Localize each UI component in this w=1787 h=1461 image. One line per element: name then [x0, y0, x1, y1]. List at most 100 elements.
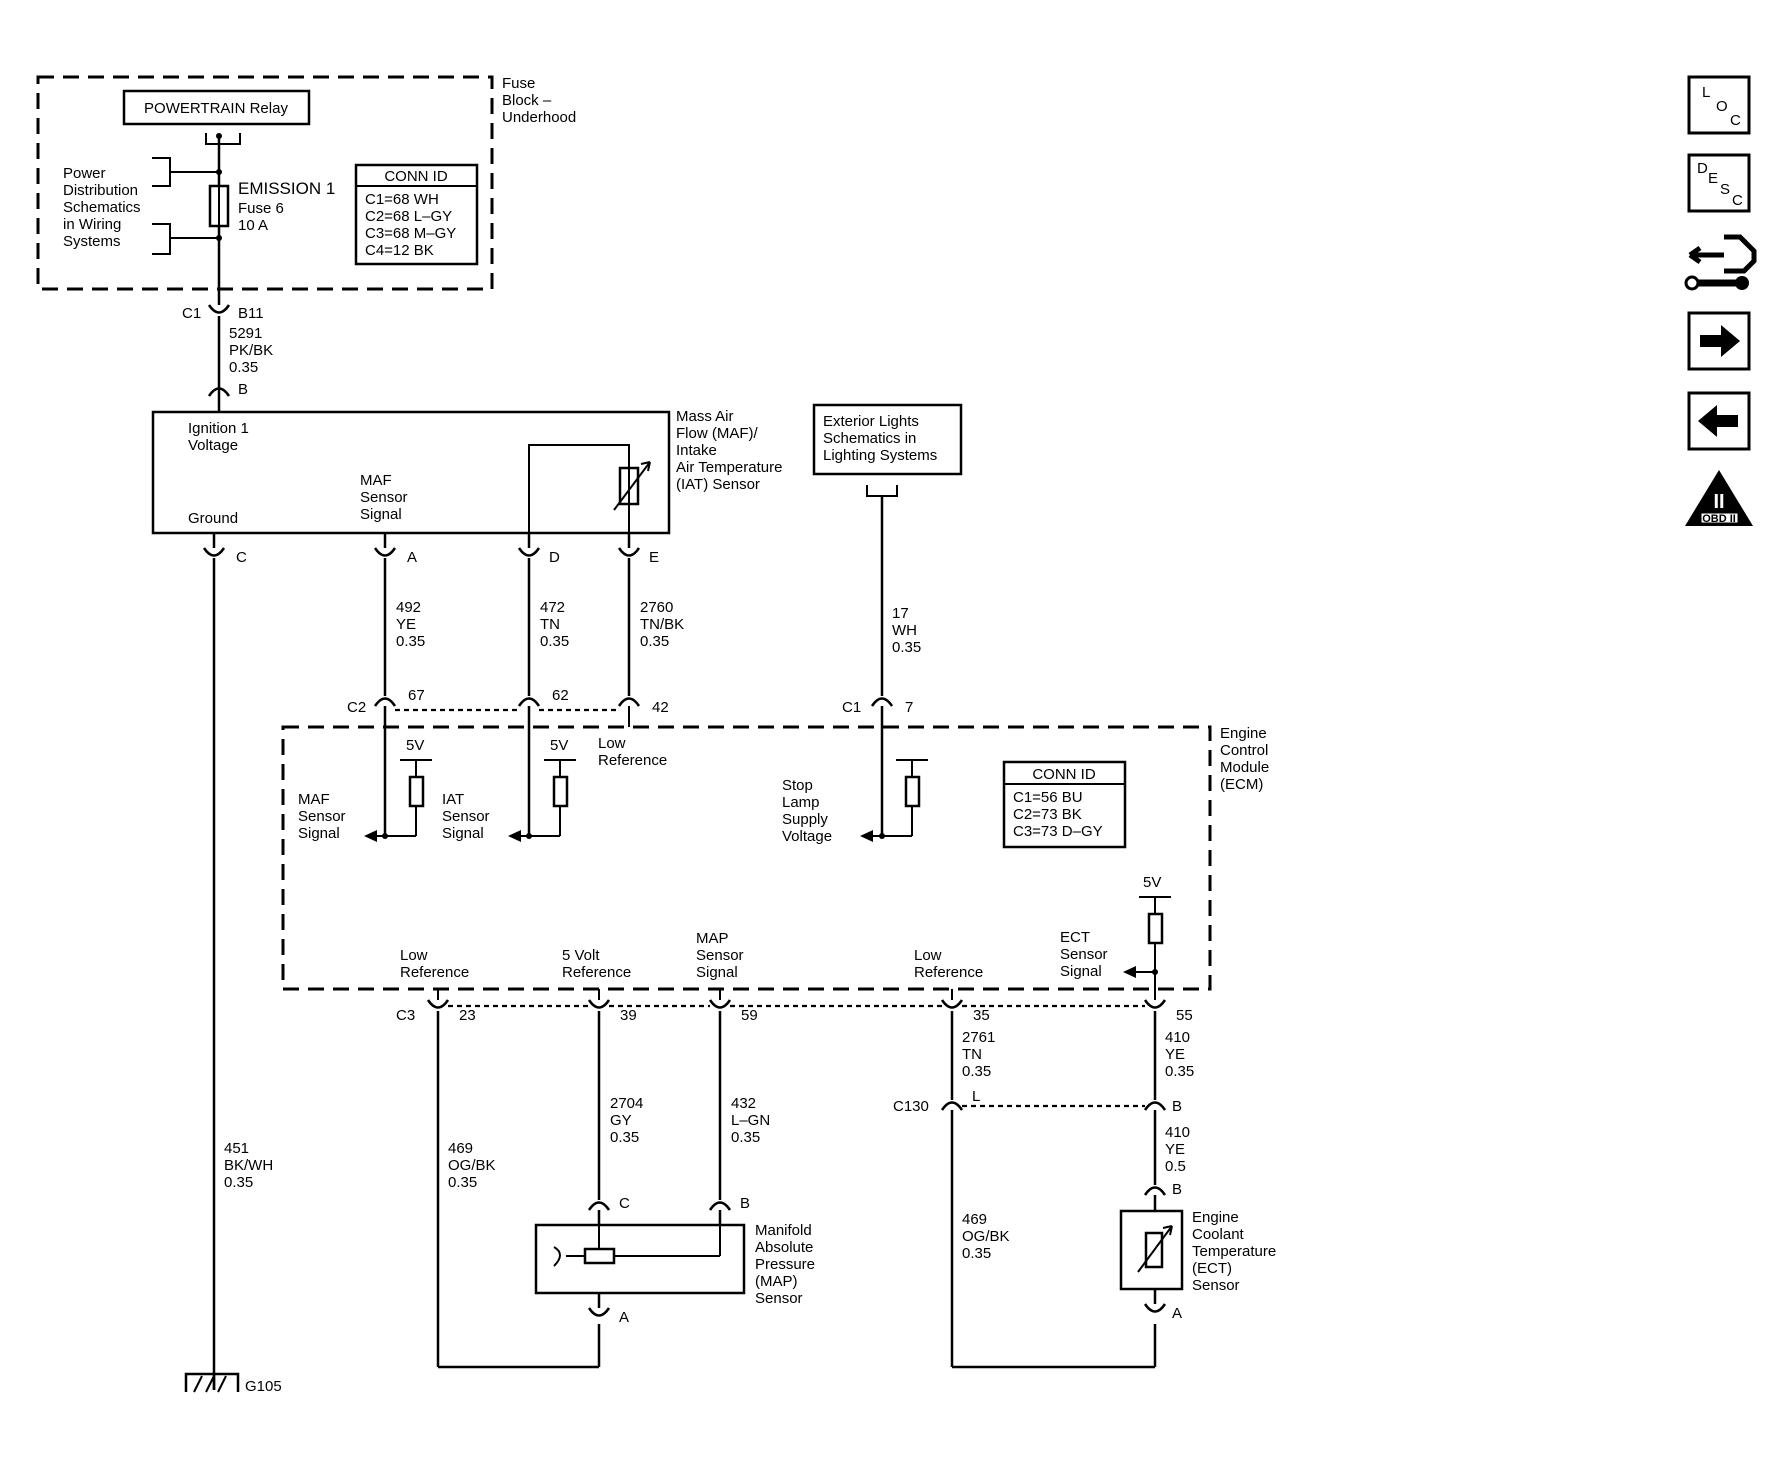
exterior-lights-ref: Exterior Lights Schematics in Lighting S… — [812, 403, 963, 696]
svg-text:42: 42 — [652, 699, 669, 716]
desc-button[interactable]: D E S C — [1687, 153, 1751, 213]
iat-thermistor-icon — [618, 466, 640, 506]
connector-maf-a — [373, 547, 397, 557]
svg-text:C130: C130 — [893, 1098, 929, 1115]
svg-text:59: 59 — [741, 1007, 758, 1024]
connector-c2-42 — [617, 697, 641, 707]
wire-2761-label: 2761 TN 0.35 — [962, 1029, 1000, 1080]
svg-text:L: L — [1702, 84, 1710, 101]
connector-c2-67 — [373, 697, 397, 707]
svg-text:CONN ID: CONN ID — [384, 168, 448, 185]
connector-c1-7 — [870, 697, 894, 707]
svg-text:OBD II: OBD II — [1702, 513, 1736, 525]
svg-text:B: B — [1172, 1181, 1182, 1198]
connector-c3-39 — [587, 999, 611, 1009]
svg-text:II: II — [1713, 491, 1724, 513]
svg-text:35: 35 — [973, 1007, 990, 1024]
ecm-title: Engine Control Module (ECM) — [1220, 725, 1273, 793]
svg-text:S: S — [1720, 181, 1730, 198]
svg-text:B: B — [740, 1195, 750, 1212]
svg-text:62: 62 — [552, 687, 569, 704]
connector-maf-e — [617, 547, 641, 557]
svg-text:C: C — [1732, 192, 1743, 209]
svg-text:39: 39 — [620, 1007, 637, 1024]
svg-text:C1: C1 — [182, 305, 201, 322]
map-sensor-title: Manifold Absolute Pressure (MAP) Sensor — [755, 1222, 819, 1307]
svg-text:7: 7 — [905, 699, 913, 716]
svg-text:Low Reference: Low Reference — [598, 735, 667, 769]
svg-text:MAF Sensor Signal: MAF Sensor Signal — [298, 791, 350, 842]
svg-text:Ignition 1 Voltage: Ignition 1 Voltage — [188, 420, 253, 454]
svg-text:MAP Sensor Signal: MAP Sensor Signal — [696, 930, 748, 981]
svg-text:Exterior Lights Schemati: Exterior Lights Schematics in Lighting S… — [823, 413, 937, 464]
svg-text:55: 55 — [1176, 1007, 1193, 1024]
loc-button[interactable]: L O C — [1687, 75, 1751, 135]
wire-5291-label: 5291 PK/BK 0.35 — [229, 325, 277, 376]
connector-maf-c — [202, 547, 226, 557]
obd-ii-button[interactable]: II OBD II — [1685, 470, 1753, 526]
maf-iat-sensor: Mass Air Flow (MAF)/ Intake Air Temperat… — [151, 408, 787, 535]
connector-map-b — [708, 1201, 732, 1211]
svg-text:ECT Sensor Signal: ECT Sensor Signal — [1060, 929, 1112, 980]
powertrain-relay-label: POWERTRAIN Relay — [144, 100, 288, 117]
connector-map-a — [587, 1307, 611, 1317]
svg-text:A: A — [1172, 1305, 1182, 1322]
ground-label: G105 — [245, 1378, 282, 1395]
arrow-right-icon — [1700, 325, 1740, 357]
wire-492-label: 492 YE 0.35 — [396, 599, 425, 650]
wire-17-label: 17 WH 0.35 — [892, 605, 921, 656]
ecm: Engine Control Module (ECM) C2 67 62 42 … — [281, 687, 1273, 1024]
svg-text:67: 67 — [408, 687, 425, 704]
connector-wrench-icon[interactable] — [1684, 234, 1757, 291]
nav-panel: L O C D E S C II O — [1684, 75, 1757, 526]
connector-map-c — [587, 1201, 611, 1211]
svg-text:C3: C3 — [396, 1007, 415, 1024]
ecm-conn-id-box — [1002, 760, 1127, 849]
fuse-name: EMISSION 1 — [238, 179, 335, 198]
svg-text:E: E — [649, 549, 659, 566]
wire-451-label: 451 BK/WH 0.35 — [224, 1140, 277, 1191]
connector-c3-35 — [940, 999, 964, 1009]
wire-469-ect-label: 469 OG/BK 0.35 — [962, 1211, 1014, 1262]
map-element-icon — [583, 1247, 616, 1265]
connector-c1-b11 — [207, 304, 231, 314]
svg-text:C: C — [1730, 112, 1741, 129]
map-sensor: C B A Manifold Absolute Pressure (MAP) S… — [534, 1195, 819, 1326]
fuse-number: Fuse 6 — [238, 200, 284, 217]
wire-2760-label: 2760 TN/BK 0.35 — [640, 599, 688, 650]
connector-c130-b — [1143, 1101, 1167, 1111]
svg-text:O: O — [1716, 98, 1728, 115]
power-distribution-ref: Power Distribution Schematics in Wiring … — [63, 165, 145, 250]
wire-472-label: 472 TN 0.35 — [540, 599, 569, 650]
svg-text:5V: 5V — [406, 737, 424, 754]
back-arrow-button[interactable] — [1687, 391, 1751, 451]
svg-text:B11: B11 — [238, 305, 264, 322]
svg-text:C2: C2 — [347, 699, 366, 716]
fuse-conn-id-box — [354, 163, 479, 266]
wire-432-label: 432 L–GN 0.35 — [731, 1095, 774, 1146]
connector-ect-a — [1143, 1303, 1167, 1313]
ect-sensor-title: Engine Coolant Temperature (ECT) Sensor — [1192, 1209, 1280, 1294]
fuse-block-title: Fuse Block – Underhood — [502, 75, 576, 126]
svg-text:B: B — [1172, 1098, 1182, 1115]
svg-text:5V: 5V — [1143, 874, 1161, 891]
svg-text:MAF Sensor Signal: MAF Sensor Signal — [360, 472, 412, 523]
connector-maf-d — [517, 547, 541, 557]
svg-text:CONN ID: CONN ID — [1032, 766, 1096, 783]
wire-410-lower-label: 410 YE 0.5 — [1165, 1124, 1194, 1175]
connector-c3-59 — [708, 999, 732, 1009]
connector-c130-l — [940, 1101, 964, 1111]
next-arrow-button[interactable] — [1687, 311, 1751, 371]
svg-text:5V: 5V — [550, 737, 568, 754]
svg-text:B: B — [238, 381, 248, 398]
svg-text:E: E — [1708, 170, 1718, 187]
svg-text:C: C — [236, 549, 247, 566]
svg-text:L: L — [972, 1088, 980, 1105]
svg-text:C1: C1 — [842, 699, 861, 716]
maf-sensor-title: Mass Air Flow (MAF)/ Intake Air Temperat… — [676, 408, 787, 493]
ground-g105: G105 — [184, 1372, 282, 1395]
svg-text:5 Volt Reference: 5 Volt Reference — [562, 947, 631, 981]
svg-text:A: A — [407, 549, 417, 566]
svg-text:Stop Lamp Supply: Stop Lamp Supply Voltage — [782, 777, 832, 845]
